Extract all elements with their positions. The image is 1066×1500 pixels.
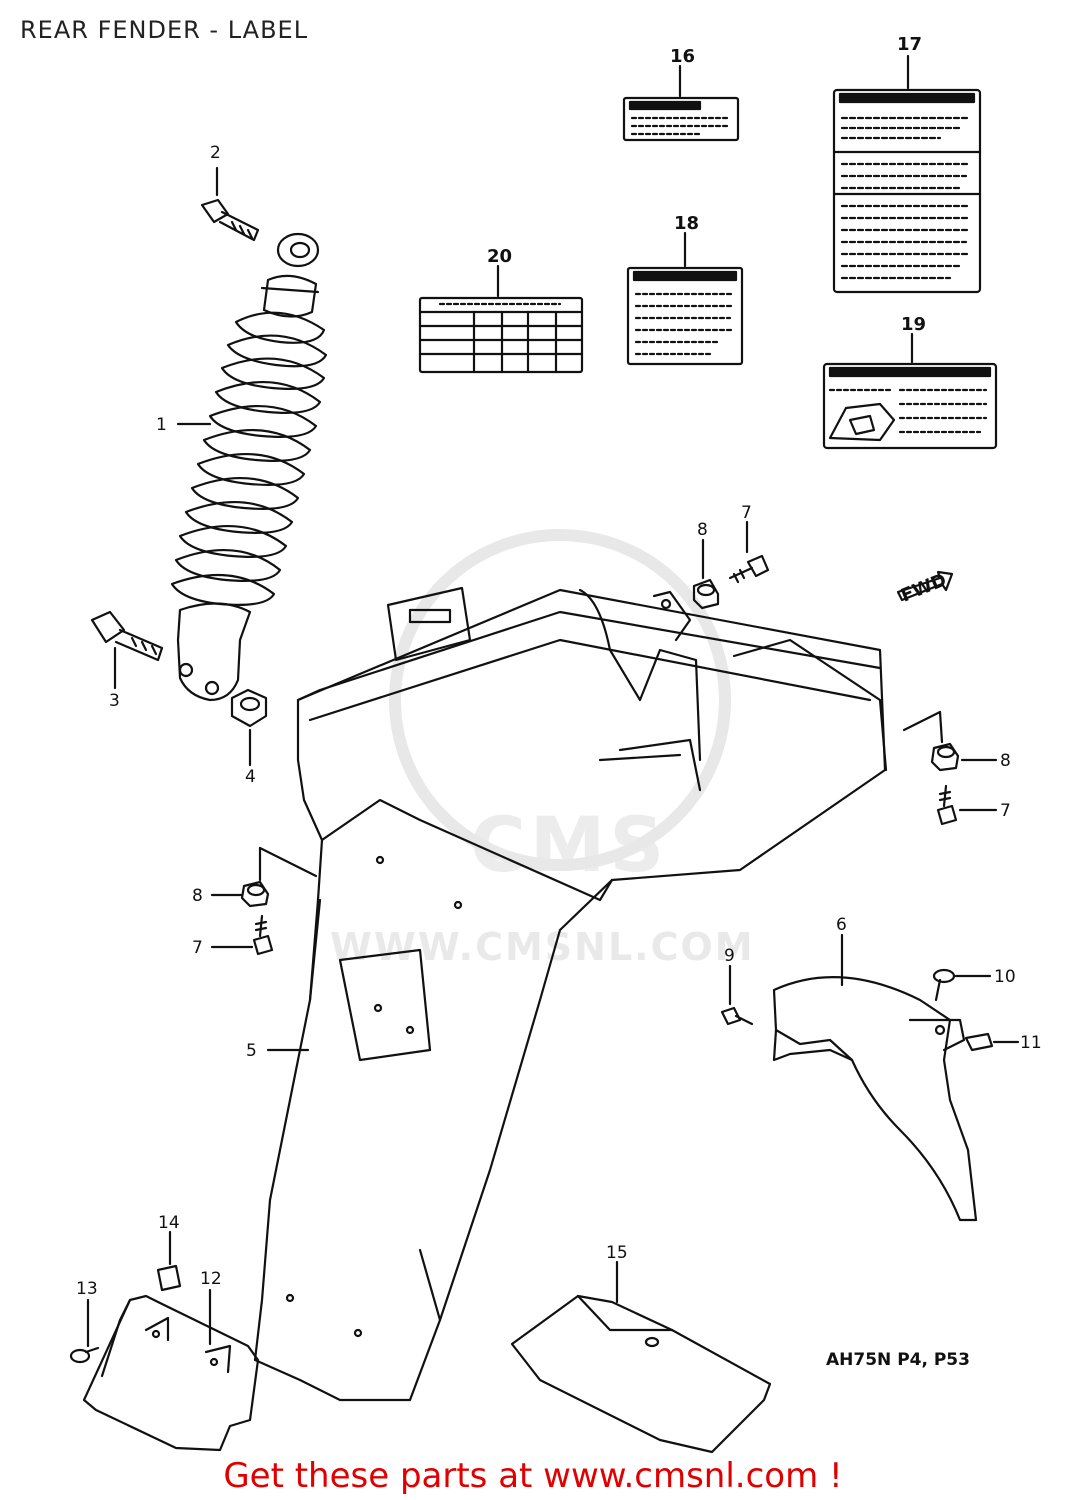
callout-7-top: 7 <box>741 503 752 523</box>
part-3-bolt[interactable] <box>90 610 164 662</box>
part-8-grommet-top[interactable] <box>692 578 720 610</box>
part-18-label[interactable] <box>626 266 744 366</box>
part-15-mud-flap[interactable] <box>510 1294 772 1454</box>
callout-4: 4 <box>245 767 256 787</box>
part-10-screw[interactable] <box>932 968 956 1002</box>
callout-3: 3 <box>109 691 120 711</box>
callout-18: 18 <box>674 213 699 234</box>
callout-12: 12 <box>200 1269 222 1289</box>
part-14-nut[interactable] <box>156 1264 182 1292</box>
callout-8-right: 8 <box>1000 751 1011 771</box>
footer-link[interactable]: Get these parts at www.cmsnl.com ! <box>223 1456 843 1496</box>
part-5-rear-fender[interactable] <box>253 586 888 1402</box>
callout-11: 11 <box>1020 1033 1042 1053</box>
callout-14: 14 <box>158 1213 180 1233</box>
part-16-label[interactable] <box>622 96 740 142</box>
diagram-code: AH75N P4, P53 <box>826 1350 970 1370</box>
leader-left-bracket <box>258 846 318 878</box>
part-8-grommet-left[interactable] <box>240 880 270 908</box>
leader-right-bracket-2 <box>938 710 944 744</box>
leader-right-bracket <box>902 710 942 732</box>
callout-17: 17 <box>897 34 922 55</box>
part-6-splash-guard[interactable] <box>772 976 978 1222</box>
callout-19: 19 <box>901 314 926 335</box>
part-11-clip[interactable] <box>964 1032 994 1052</box>
callout-8-top: 8 <box>697 520 708 540</box>
callout-9: 9 <box>724 946 735 966</box>
part-8-grommet-right[interactable] <box>930 742 960 772</box>
watermark-url: WWW.CMSNL.COM <box>330 925 755 969</box>
part-1-shock-absorber[interactable] <box>170 232 328 702</box>
part-9-screw[interactable] <box>720 1006 754 1026</box>
fwd-label: FWD <box>898 570 950 607</box>
callout-16: 16 <box>670 46 695 67</box>
part-2-bolt[interactable] <box>200 198 260 242</box>
part-20-label[interactable] <box>418 296 584 374</box>
callout-15: 15 <box>606 1243 628 1263</box>
part-7-screw-left[interactable] <box>252 914 274 956</box>
page-title: REAR FENDER - LABEL <box>20 16 309 44</box>
fwd-arrow <box>896 570 954 602</box>
callout-6: 6 <box>836 915 847 935</box>
part-19-label[interactable] <box>822 362 998 450</box>
callout-7-left: 7 <box>192 938 203 958</box>
callout-10: 10 <box>994 967 1016 987</box>
callout-13: 13 <box>76 1279 98 1299</box>
part-7-screw-top[interactable] <box>728 554 770 584</box>
watermark-circle <box>389 529 731 871</box>
callout-8-left: 8 <box>192 886 203 906</box>
callout-5: 5 <box>246 1041 257 1061</box>
callout-20: 20 <box>487 246 512 267</box>
part-12-bracket[interactable] <box>82 1294 260 1452</box>
part-13-screw[interactable] <box>69 1346 100 1364</box>
part-7-screw-right[interactable] <box>936 784 958 826</box>
callout-2: 2 <box>210 143 221 163</box>
callout-1: 1 <box>156 415 167 435</box>
part-4-nut[interactable] <box>230 688 268 728</box>
callout-7-right: 7 <box>1000 801 1011 821</box>
part-17-label[interactable] <box>832 88 982 294</box>
